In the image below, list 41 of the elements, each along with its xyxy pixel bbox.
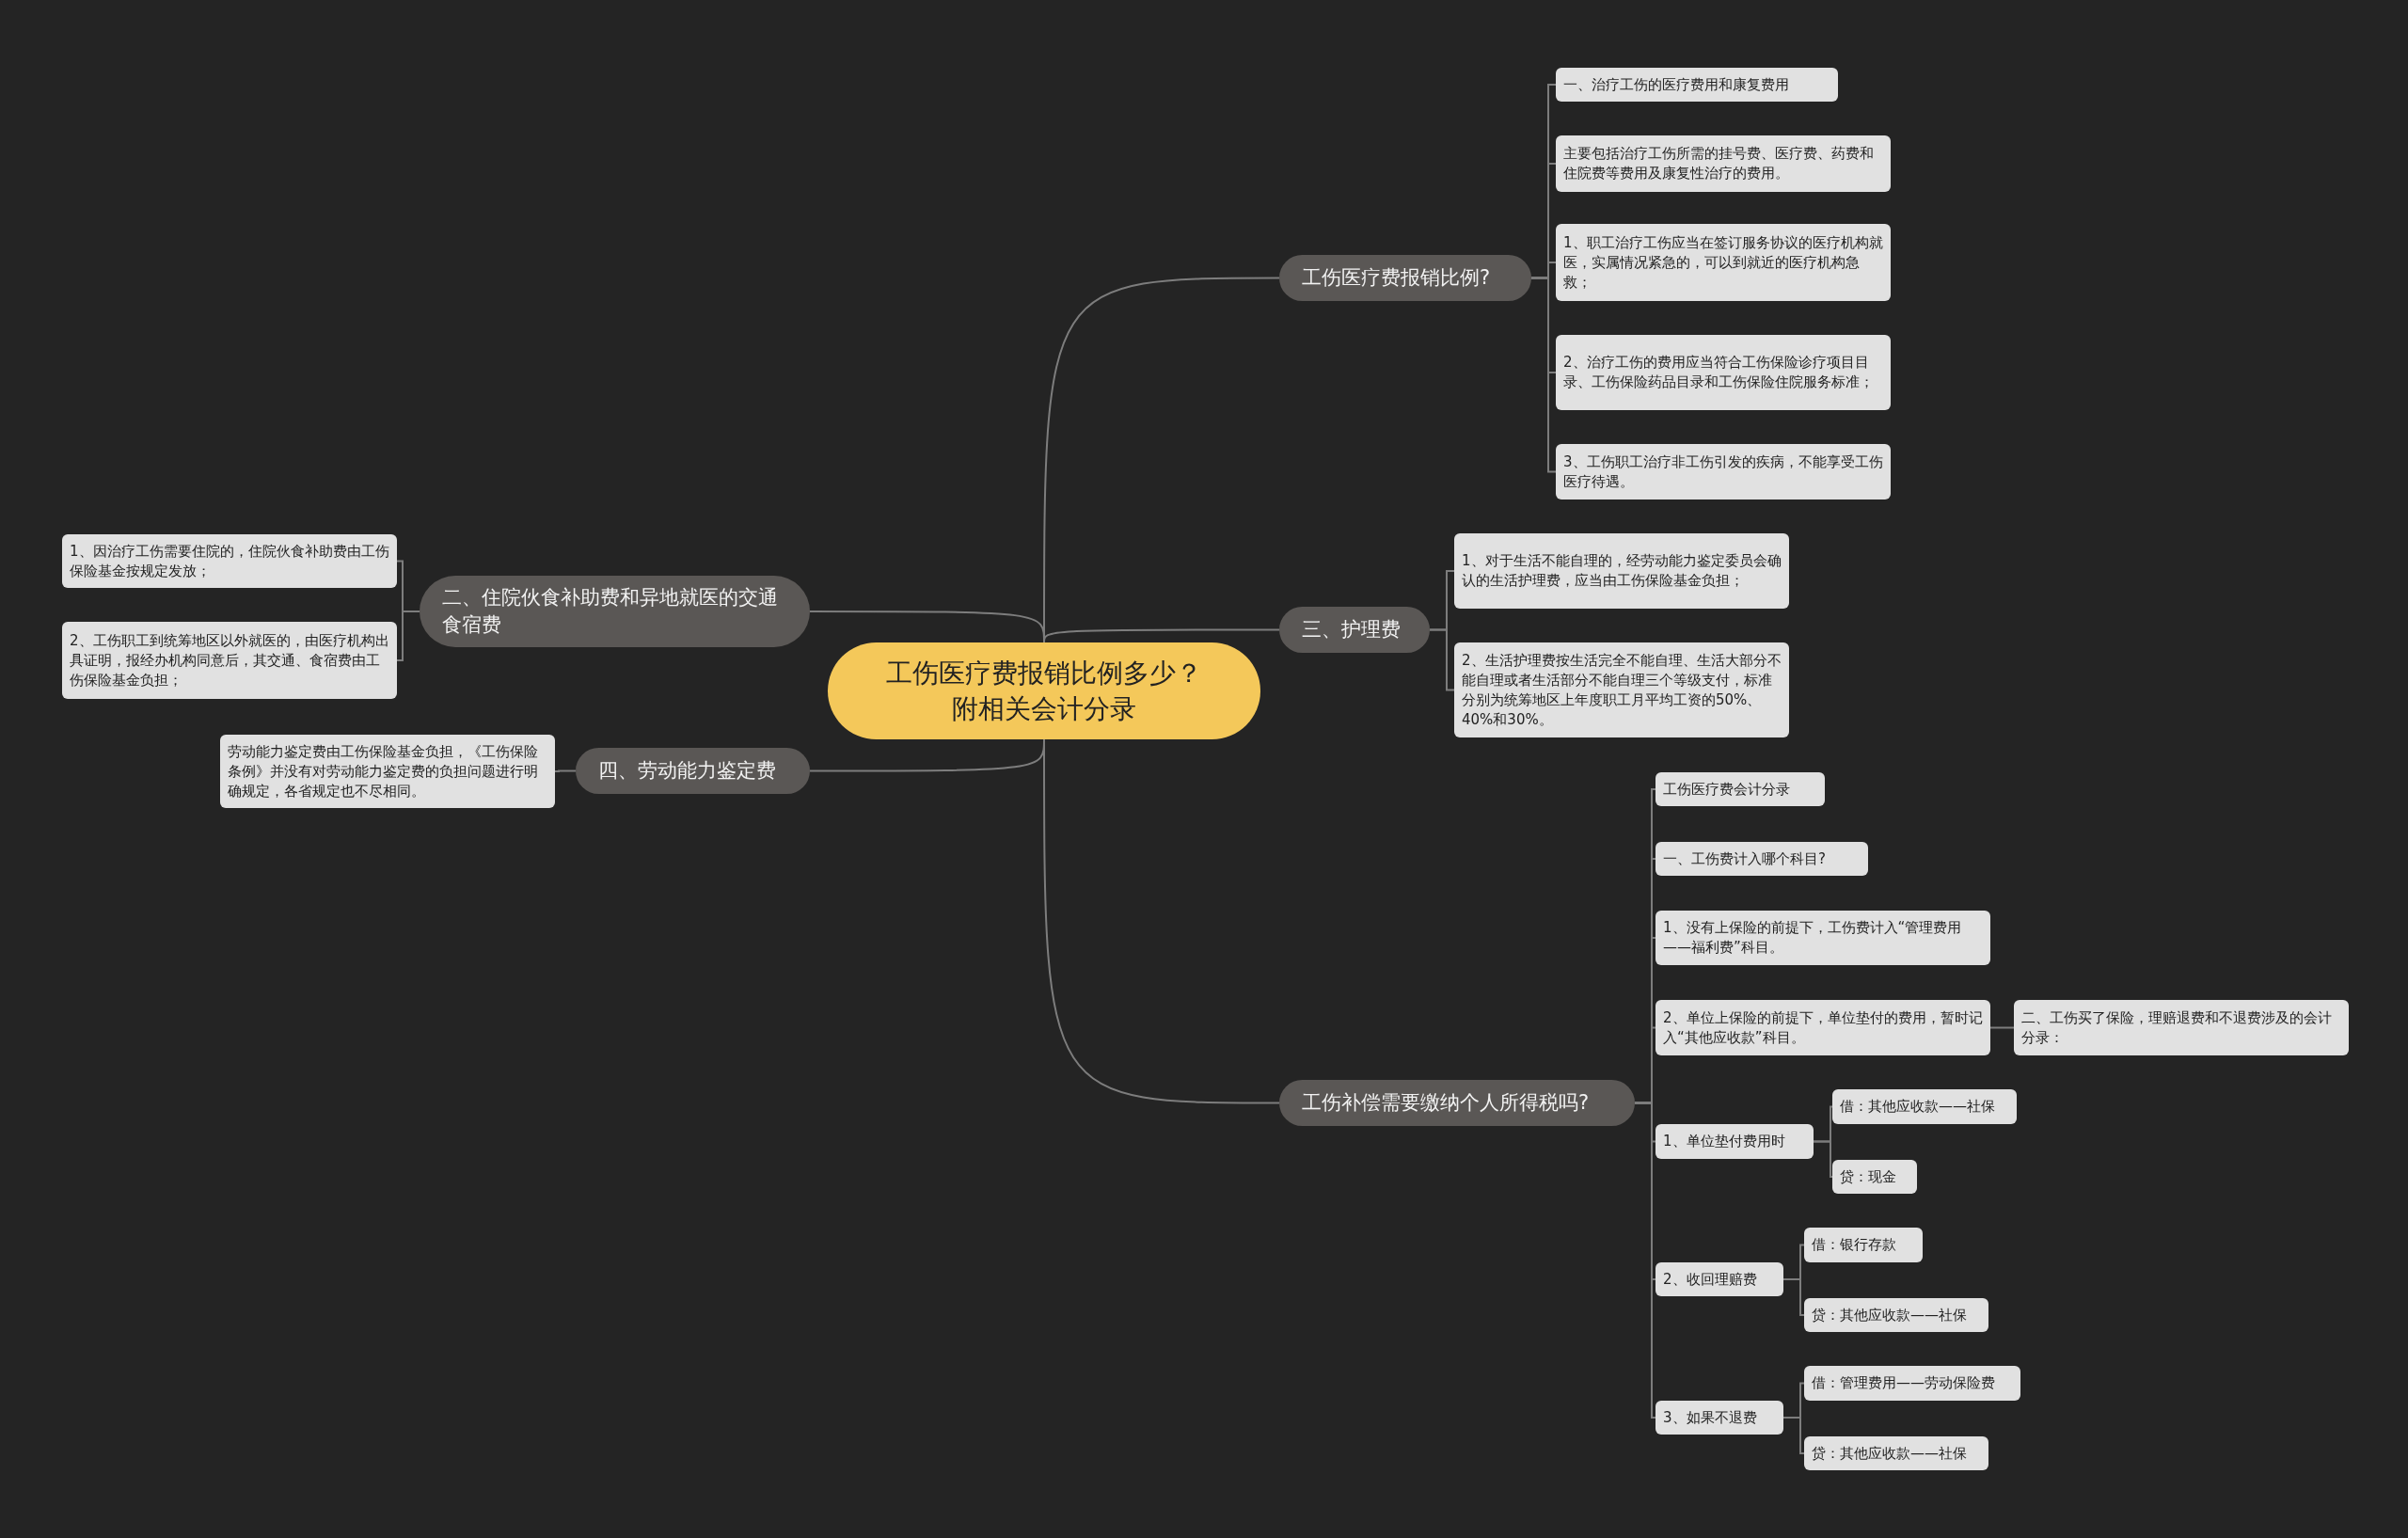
subtopic-card: 一、工伤费计入哪个科目? [1656,842,1868,876]
subtopic-card: 2、生活护理费按生活完全不能自理、生活大部分不能自理或者生活部分不能自理三个等级支付，标准分别为统筹地区上年度职工月平均工资的50%、40%和30%。 [1454,642,1789,737]
subtopic-card: 2、收回理赔费 [1656,1262,1783,1296]
connector-line [809,610,1045,643]
branch-topic: 工伤医疗费报销比例? [1279,255,1531,301]
connector-line [1782,1417,1805,1454]
connector-line [1530,277,1557,473]
connector-line [1989,1026,2015,1029]
connector-line [1782,1278,1805,1316]
subtopic-card: 借：其他应收款——社保 [1832,1089,2017,1124]
central-topic: 工伤医疗费报销比例多少？附相关会计分录 [828,642,1260,739]
connector-line [809,738,1045,772]
branch-topic: 四、劳动能力鉴定费 [576,748,810,794]
subtopic-card: 1、单位垫付费用时 [1656,1124,1814,1159]
connector-line [1813,1140,1833,1178]
subtopic-card: 1、对于生活不能自理的，经劳动能力鉴定委员会确认的生活护理费，应当由工伤保险基金负担； [1454,533,1789,609]
subtopic-card: 贷：现金 [1832,1160,1917,1194]
branch-topic: 工伤补偿需要缴纳个人所得税吗? [1279,1080,1635,1126]
subtopic-card: 3、如果不退费 [1656,1401,1783,1435]
connector-line [396,610,420,661]
subtopic-card: 2、治疗工伤的费用应当符合工伤保险诊疗项目目录、工伤保险药品目录和工伤保险住院服务标准； [1556,335,1891,410]
connector-line [1634,1102,1656,1419]
subtopic-card: 借：银行存款 [1804,1228,1923,1262]
connector-line [554,769,577,772]
subtopic-card: 3、工伤职工治疗非工伤引发的疾病，不能享受工伤医疗待遇。 [1556,444,1891,499]
subtopic-card: 二、工伤买了保险，理赔退费和不退费涉及的会计分录： [2014,1000,2349,1055]
subtopic-card: 2、单位上保险的前提下，单位垫付的费用，暂时记入“其他应收款”科目。 [1656,1000,1990,1055]
subtopic-card: 劳动能力鉴定费由工伤保险基金负担，《工伤保险条例》并没有对劳动能力鉴定费的负担问题进行明确规定，各省规定也不尽相同。 [220,735,555,808]
subtopic-card: 贷：其他应收款——社保 [1804,1436,1988,1470]
subtopic-card: 主要包括治疗工伤所需的挂号费、医疗费、药费和住院费等费用及康复性治疗的费用。 [1556,135,1891,192]
subtopic-card: 贷：其他应收款——社保 [1804,1298,1988,1332]
subtopic-card: 一、治疗工伤的医疗费用和康复费用 [1556,68,1838,102]
branch-topic: 三、护理费 [1279,607,1430,653]
subtopic-card: 1、职工治疗工伤应当在签订服务协议的医疗机构就医，实属情况紧急的，可以到就近的医疗机构急救； [1556,224,1891,301]
branch-topic: 二、住院伙食补助费和异地就医的交通食宿费 [420,576,810,647]
connector-line [1429,628,1455,691]
subtopic-card: 借：管理费用——劳动保险费 [1804,1366,2020,1401]
subtopic-card: 1、没有上保险的前提下，工伤费计入“管理费用——福利费”科目。 [1656,911,1990,965]
subtopic-card: 1、因治疗工伤需要住院的，住院伙食补助费由工伤保险基金按规定发放； [62,534,397,588]
subtopic-card: 2、工伤职工到统筹地区以外就医的，由医疗机构出具证明，报经办机构同意后，其交通、食宿费由工伤保险基金负担； [62,622,397,699]
subtopic-card: 工伤医疗费会计分录 [1656,772,1825,806]
